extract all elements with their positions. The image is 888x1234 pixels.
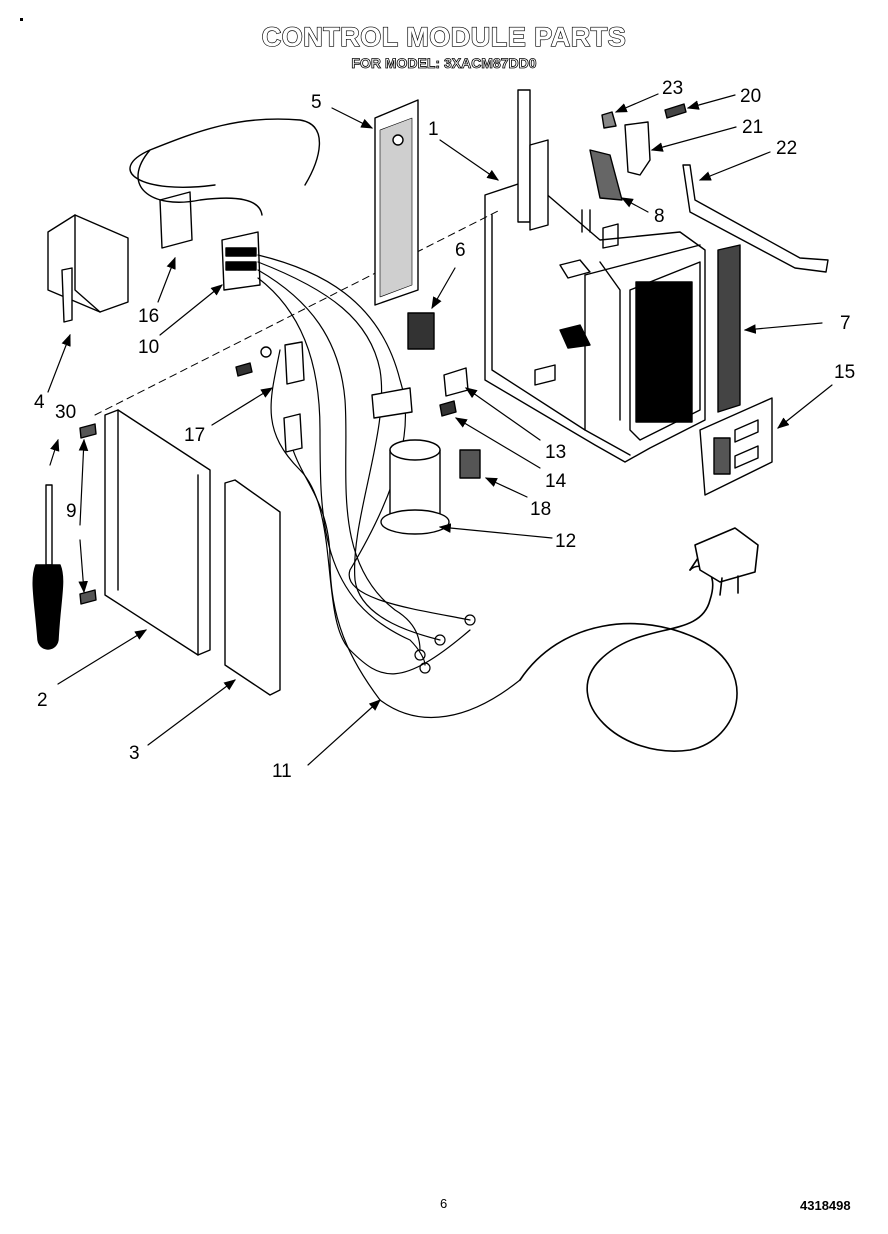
callout-30: 30 xyxy=(55,402,76,423)
part-11-power-cord xyxy=(519,527,759,752)
callout-12: 12 xyxy=(555,531,576,552)
callout-23: 23 xyxy=(662,78,683,99)
callout-20: 20 xyxy=(740,86,761,107)
grommet xyxy=(260,346,272,358)
callout-7: 7 xyxy=(840,313,851,334)
callout-labels: 1 2 3 4 5 6 7 8 9 10 11 12 13 14 15 16 1… xyxy=(34,78,855,782)
part-22-bracket xyxy=(682,164,829,273)
alignment-line xyxy=(94,209,501,416)
callout-16: 16 xyxy=(138,306,159,327)
part-30-screwdriver xyxy=(32,484,64,650)
part-17-plug xyxy=(284,341,305,385)
callout-5: 5 xyxy=(311,92,322,113)
terminal-block xyxy=(371,387,413,419)
callout-3: 3 xyxy=(129,743,140,764)
upper-harness xyxy=(129,118,321,216)
wiring-harness xyxy=(257,254,521,719)
part-12-capacitor xyxy=(380,439,450,535)
callout-22: 22 xyxy=(776,138,797,159)
part-14-screw xyxy=(439,400,457,417)
part-8-mesh xyxy=(589,149,623,201)
part-6-connector xyxy=(407,312,435,350)
part-13-bracket xyxy=(443,367,469,397)
page-number: 6 xyxy=(440,1196,448,1211)
part-9-screw-upper xyxy=(79,423,97,439)
callout-21: 21 xyxy=(742,117,763,138)
part-3-panel xyxy=(224,479,281,696)
callout-6: 6 xyxy=(455,240,466,261)
callout-13: 13 xyxy=(545,442,566,463)
part-20-screw xyxy=(664,103,687,119)
leader-lines xyxy=(47,93,833,766)
part-18-block xyxy=(459,449,481,479)
part-7-terminal-strip xyxy=(717,244,741,413)
callout-17: 17 xyxy=(184,425,205,446)
document-number: 4318498 xyxy=(800,1198,851,1213)
callout-4: 4 xyxy=(34,392,45,413)
part-1-control-box xyxy=(484,89,706,463)
callout-9: 9 xyxy=(66,501,77,522)
lower-plug xyxy=(283,413,303,453)
model-subtitle: FOR MODEL: 3XACM87DD0 xyxy=(351,55,537,72)
callout-10: 10 xyxy=(138,337,159,358)
callout-8: 8 xyxy=(654,206,665,227)
part-21-clip xyxy=(624,121,651,176)
part-23-clip xyxy=(601,111,617,129)
part-5-circuit-board xyxy=(374,99,419,306)
page-title: CONTROL MODULE PARTS xyxy=(261,21,627,52)
callout-15: 15 xyxy=(834,362,855,383)
part-15-label-plate xyxy=(699,397,773,496)
callout-11: 11 xyxy=(272,761,292,782)
callout-14: 14 xyxy=(545,471,567,492)
callout-1: 1 xyxy=(428,119,439,140)
part-16-relay xyxy=(159,191,193,249)
callout-2: 2 xyxy=(37,690,48,711)
part-2-panel xyxy=(104,409,211,656)
part-4-cover xyxy=(47,214,129,323)
small-screw-upper xyxy=(235,362,253,377)
part-10-connector xyxy=(221,231,261,291)
part-9-screw-lower xyxy=(79,589,97,605)
corner-mark xyxy=(20,18,23,21)
callout-18: 18 xyxy=(530,499,551,520)
